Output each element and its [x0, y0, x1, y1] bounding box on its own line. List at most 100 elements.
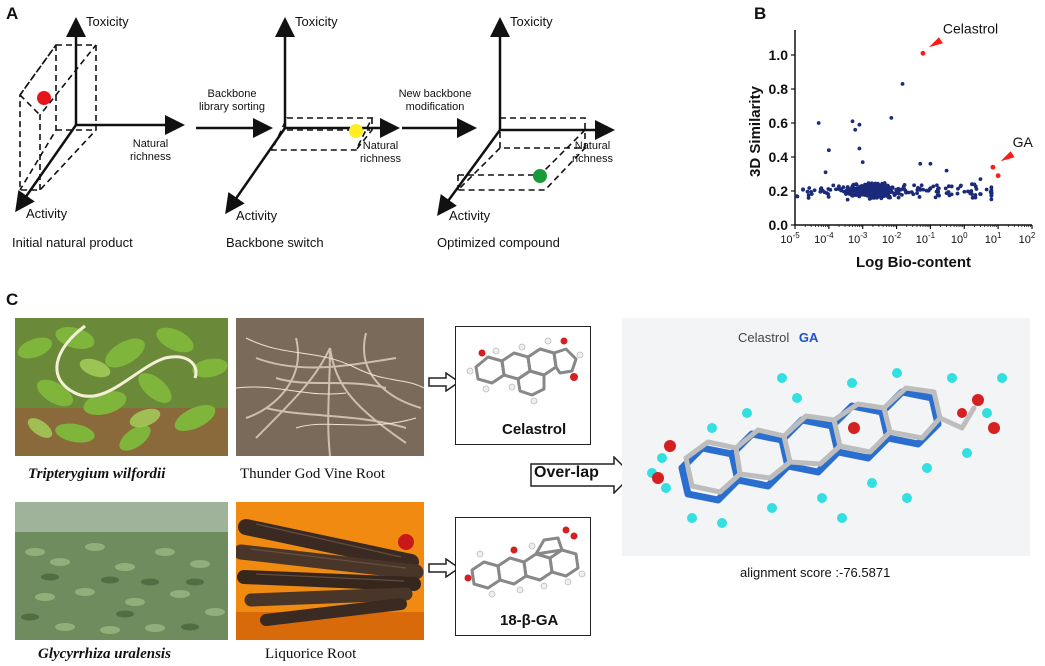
data-point: [872, 187, 877, 192]
panel-c-letter: C: [6, 290, 19, 309]
data-point: [806, 196, 811, 200]
data-point: [826, 194, 831, 199]
y-tick-label: 0.4: [769, 149, 789, 165]
data-point: [818, 189, 823, 194]
data-point: [869, 186, 873, 190]
data-point: [918, 161, 923, 166]
overlay-panel: [622, 318, 1030, 556]
thunder-god-vine-caption: Thunder God Vine Root: [240, 466, 386, 482]
axes-diagram-3: [437, 17, 615, 217]
data-point: [890, 186, 895, 190]
glycyrrhiza-caption: Glycyrrhiza uralensis: [38, 646, 171, 662]
data-point: [896, 191, 901, 196]
glycyrrhiza-photo: [15, 502, 228, 640]
data-point: [857, 122, 862, 127]
data-point: [934, 189, 939, 194]
point-optimized: [533, 169, 547, 183]
data-point: [845, 197, 850, 202]
data-point: [970, 192, 974, 196]
y-tick-label: 0.2: [769, 183, 789, 199]
highlight-point: [995, 173, 1001, 179]
data-point: [834, 187, 838, 192]
richness-label-2: Natural richness: [360, 140, 401, 165]
data-point: [921, 187, 926, 192]
process-label-2: New backbone modification: [398, 88, 472, 113]
data-point: [935, 192, 940, 197]
data-point: [917, 195, 922, 199]
data-point: [866, 184, 871, 189]
data-point: [882, 181, 887, 185]
data-point: [989, 197, 994, 202]
caption-optimized: Optimized compound: [437, 235, 560, 250]
x-tick-label: 10-3: [848, 231, 868, 246]
annotation-arrow: [1000, 151, 1015, 162]
data-point: [956, 186, 960, 191]
x-tick-label: 102: [1019, 231, 1036, 246]
data-point: [868, 196, 873, 201]
ga-structure-icon: [464, 526, 586, 598]
axes-diagram-1: [15, 17, 185, 213]
data-point: [845, 185, 850, 189]
richness-label-3: Natural richness: [572, 140, 613, 165]
data-point: [801, 187, 805, 192]
data-point: [818, 186, 823, 191]
celastrol-name: Celastrol: [502, 421, 567, 438]
data-point: [860, 187, 865, 192]
toxicity-label-2: Toxicity: [295, 14, 338, 29]
data-point: [877, 190, 882, 194]
data-point: [893, 191, 898, 196]
tripterygium-photo: [15, 318, 228, 456]
chart-ylabel: 3D Similarity: [747, 85, 764, 177]
liquorice-root-photo: [236, 502, 424, 640]
data-point: [871, 195, 876, 200]
data-point: [970, 195, 975, 200]
data-point: [989, 185, 994, 190]
data-point: [928, 161, 933, 166]
x-tick-label: 101: [985, 231, 1002, 246]
data-point: [889, 116, 894, 120]
data-point: [849, 192, 854, 197]
data-point: [978, 192, 983, 196]
data-point: [897, 188, 902, 193]
ga-name: 18-β-GA: [500, 612, 559, 629]
data-point: [933, 195, 938, 200]
celastrol-structure-box: [455, 326, 591, 445]
data-point: [822, 190, 827, 195]
data-point: [970, 182, 974, 187]
data-point: [865, 191, 870, 196]
data-point: [927, 187, 932, 191]
overlap-label: Over-lap: [534, 464, 599, 481]
data-point: [924, 188, 929, 193]
data-point: [869, 190, 873, 195]
data-point: [882, 184, 887, 189]
data-point: [831, 183, 836, 188]
y-tick-label: 0.6: [769, 115, 789, 131]
alignment-score: alignment score :-76.5871: [740, 565, 891, 580]
data-point: [886, 187, 891, 192]
richness-label-1: Natural richness: [130, 138, 171, 163]
panel-a-diagram: [15, 17, 615, 217]
data-point: [806, 193, 811, 197]
data-point: [988, 189, 993, 194]
data-point: [844, 192, 848, 196]
liquorice-root-caption: Liquorice Root: [265, 646, 357, 662]
axes-diagram-2: [225, 17, 400, 215]
data-point: [805, 189, 810, 194]
data-point: [860, 160, 865, 165]
data-point: [826, 187, 831, 191]
activity-label-3: Activity: [449, 208, 491, 223]
tripterygium-caption: Tripterygium wilfordii: [28, 466, 166, 482]
data-point: [826, 148, 831, 153]
point-initial: [37, 91, 51, 105]
data-point: [854, 182, 859, 187]
caption-switch: Backbone switch: [226, 235, 324, 250]
data-point: [901, 184, 906, 189]
process-label-1: Backbone library sorting: [198, 88, 266, 113]
x-tick-label: 10-1: [916, 231, 936, 246]
data-point: [959, 183, 963, 188]
x-tick-label: 10-5: [780, 231, 800, 246]
panel-a-letter: A: [6, 4, 19, 23]
ga-structure-box: [455, 517, 591, 636]
data-point: [919, 183, 924, 188]
